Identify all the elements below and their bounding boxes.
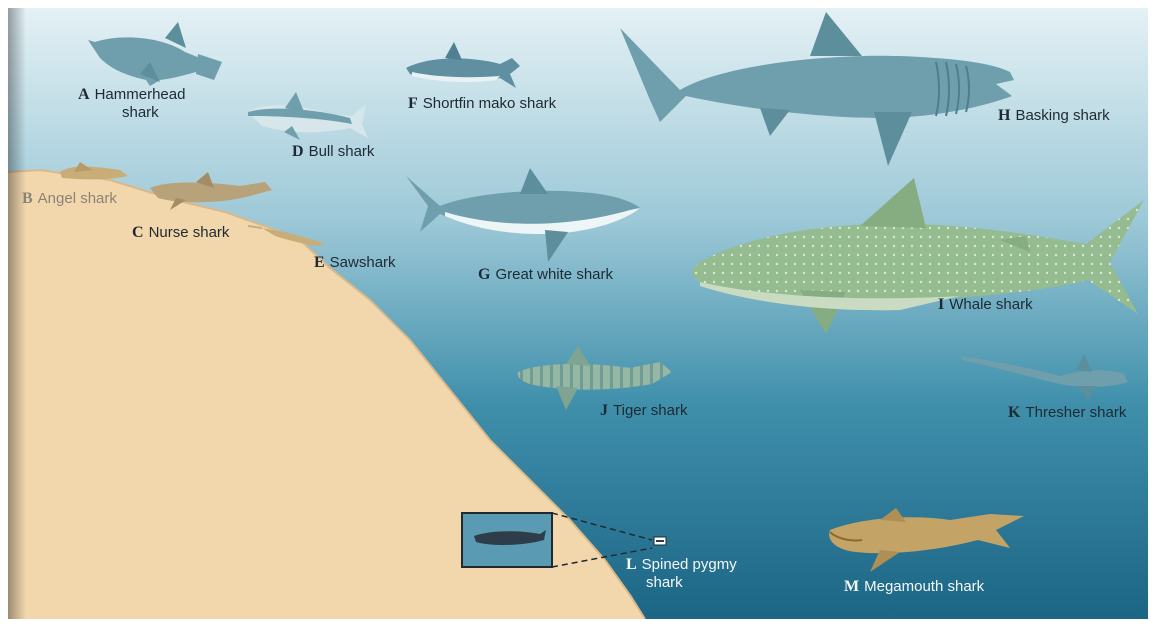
label-thresher-shark: KThresher shark	[1008, 404, 1126, 422]
label-nurse-shark: CNurse shark	[132, 224, 229, 242]
label-tiger-shark: JTiger shark	[600, 402, 687, 420]
label-angel-shark: BAngel shark	[22, 190, 117, 208]
label-hammerhead: AHammerhead shark	[78, 86, 185, 122]
label-great-white: GGreat white shark	[478, 266, 613, 284]
label-basking-shark: HBasking shark	[998, 107, 1110, 125]
label-megamouth: MMegamouth shark	[844, 578, 984, 596]
label-bull-shark: DBull shark	[292, 143, 374, 161]
label-whale-shark: IWhale shark	[938, 296, 1033, 314]
label-sawshark: ESawshark	[314, 254, 396, 272]
label-spined-pygmy: LSpined pygmy shark	[626, 556, 737, 592]
page-edge-shadow	[8, 8, 26, 619]
label-shortfin-mako: FShortfin mako shark	[408, 95, 556, 113]
